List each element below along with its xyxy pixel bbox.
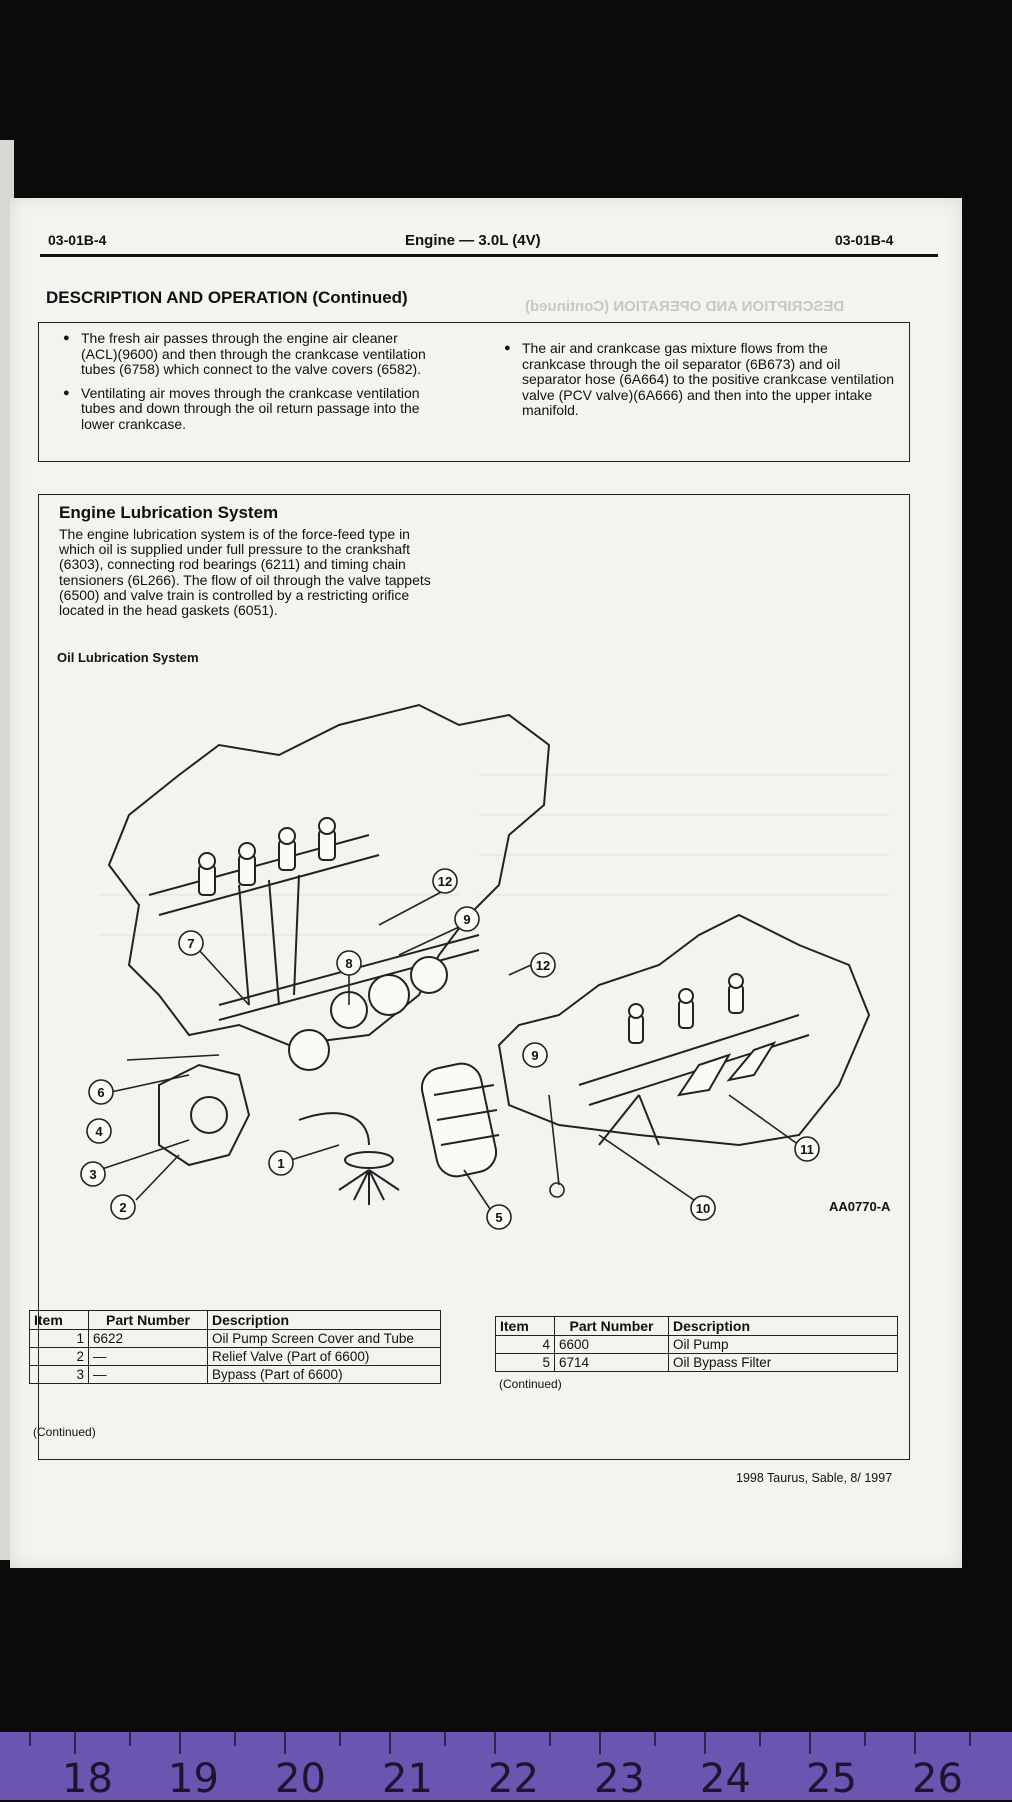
callout-label: 10 (696, 1201, 710, 1216)
figure-id: AA0770-A (829, 1199, 891, 1214)
header-title: Engine — 3.0L (4V) (405, 232, 541, 249)
cell: Bypass (Part of 6600) (207, 1365, 441, 1384)
cell: Oil Pump Screen Cover and Tube (207, 1329, 441, 1348)
cell: 6714 (554, 1353, 669, 1372)
ruler-number: 20 (275, 1756, 326, 1802)
cell: — (88, 1347, 208, 1366)
lubrication-description: The engine lubrication system is of the … (59, 526, 431, 619)
callout-9: 9 (454, 906, 480, 932)
callout-7: 7 (178, 930, 204, 956)
ruler-number: 22 (488, 1756, 539, 1802)
table-row: 4 6600 Oil Pump (495, 1335, 898, 1354)
table-continued-note: (Continued) (499, 1377, 562, 1391)
callout-label: 12 (438, 874, 452, 889)
callout-label: 6 (97, 1085, 104, 1100)
table-row: 5 6714 Oil Bypass Filter (495, 1353, 898, 1372)
table-row: 2 — Relief Valve (Part of 6600) (29, 1347, 441, 1366)
section-title: DESCRIPTION AND OPERATION (Continued) (46, 288, 408, 307)
bullet-item: The fresh air passes through the engine … (63, 330, 435, 378)
col-header: Description (668, 1316, 898, 1336)
header-rule (40, 254, 938, 257)
ruler-number: 21 (382, 1756, 433, 1802)
ventilation-bullet-box: The fresh air passes through the engine … (38, 322, 910, 462)
col-header: Description (207, 1310, 441, 1330)
callout-label: 12 (536, 958, 550, 973)
ruler-number: 18 (62, 1756, 113, 1802)
col-header: Item (495, 1316, 555, 1336)
ruler-number: 24 (700, 1756, 751, 1802)
callout-3: 3 (80, 1161, 106, 1187)
callout-1: 1 (268, 1150, 294, 1176)
ruler-number: 26 (912, 1756, 963, 1802)
ruler-number: 25 (806, 1756, 857, 1802)
table-continued-note: (Continued) (33, 1425, 96, 1439)
callout-12b: 12 (530, 952, 556, 978)
cell: 2 (29, 1347, 89, 1366)
cell: Oil Bypass Filter (668, 1353, 898, 1372)
bleed-through-text: DESCRIPTION AND OPERATION (Continued) (525, 298, 845, 315)
callout-4: 4 (86, 1118, 112, 1144)
bullet-column-left: The fresh air passes through the engine … (63, 330, 435, 440)
cell: Oil Pump (668, 1335, 898, 1354)
bullet-column-right: The air and crankcase gas mixture flows … (504, 340, 894, 427)
callout-label: 9 (531, 1048, 538, 1063)
bleed-through-lines (99, 774, 889, 936)
callout-6: 6 (88, 1079, 114, 1105)
callout-5: 5 (486, 1204, 512, 1230)
col-header: Part Number (88, 1310, 208, 1330)
cell: 6600 (554, 1335, 669, 1354)
header-right-code: 03-01B-4 (835, 232, 894, 248)
cell: 3 (29, 1365, 89, 1384)
parts-table-right: Item Part Number Description 4 6600 Oil … (495, 1316, 898, 1372)
table-row: 3 — Bypass (Part of 6600) (29, 1365, 441, 1384)
measuring-ruler: 18 19 20 21 22 23 24 25 26 (0, 1732, 1012, 1802)
callout-10: 10 (690, 1195, 716, 1221)
ruler-number: 19 (168, 1756, 219, 1802)
cell: Relief Valve (Part of 6600) (207, 1347, 441, 1366)
table-row: 1 6622 Oil Pump Screen Cover and Tube (29, 1329, 441, 1348)
callout-2: 2 (110, 1194, 136, 1220)
ruler-number: 23 (594, 1756, 645, 1802)
callout-label: 11 (800, 1142, 814, 1157)
figure-caption: Oil Lubrication System (57, 650, 199, 665)
callout-9b: 9 (522, 1042, 548, 1068)
ruler-ticks (29, 1732, 971, 1754)
callout-label: 9 (463, 912, 470, 927)
callout-label: 1 (277, 1156, 284, 1171)
parts-table-left: Item Part Number Description 1 6622 Oil … (29, 1310, 441, 1384)
lubrication-title: Engine Lubrication System (59, 503, 279, 522)
bullet-item: Ventilating air moves through the crankc… (63, 385, 435, 433)
callout-label: 3 (89, 1167, 96, 1182)
callout-11: 11 (794, 1136, 820, 1162)
page-footer: 1998 Taurus, Sable, 8/ 1997 (736, 1471, 893, 1485)
callout-12: 12 (432, 868, 458, 894)
callout-label: 2 (119, 1200, 126, 1215)
col-header: Part Number (554, 1316, 669, 1336)
bullet-item: The air and crankcase gas mixture flows … (504, 340, 894, 419)
callout-label: 5 (495, 1210, 502, 1225)
callout-label: 7 (187, 936, 194, 951)
manual-page: 03-01B-4 Engine — 3.0L (4V) 03-01B-4 DES… (10, 198, 962, 1568)
cell: — (88, 1365, 208, 1384)
callout-label: 8 (345, 956, 352, 971)
cell: 1 (29, 1329, 89, 1348)
lubrication-section: Engine Lubrication System The engine lub… (29, 494, 910, 1460)
cell: 6622 (88, 1329, 208, 1348)
cell: 5 (495, 1353, 555, 1372)
callout-8: 8 (336, 950, 362, 976)
oil-lubrication-diagram: 12 9 7 8 6 4 3 2 1 5 12 9 10 11 (80, 703, 889, 1230)
col-header: Item (29, 1310, 89, 1330)
header-left-code: 03-01B-4 (48, 232, 107, 248)
cell: 4 (495, 1335, 555, 1354)
callout-label: 4 (95, 1124, 103, 1139)
